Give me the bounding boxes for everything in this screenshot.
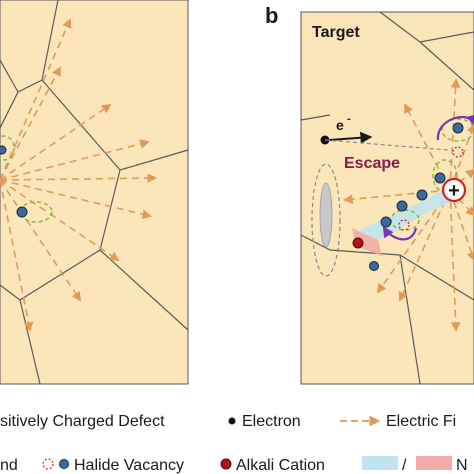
alkali-cation-icon <box>220 458 232 470</box>
pink-swatch-icon <box>416 456 452 470</box>
panel-b-escape-label: Escape <box>344 155 400 172</box>
panel-a-field-arrows <box>0 18 157 332</box>
panel-b-charge-symbol: + <box>448 180 460 202</box>
panel-b-empty-site-2 <box>398 219 410 231</box>
panel-b-positive-charge-icon <box>441 177 467 203</box>
panel-a-defect-dot-2 <box>0 145 7 155</box>
legend-swatch-separator: / <box>402 457 407 474</box>
panel-b-grey-ellipse <box>319 182 333 248</box>
panel-a-green-dashed-ring-2 <box>0 135 15 161</box>
panel-a-grain-boundaries <box>0 0 189 385</box>
panel-b-pink-path <box>352 228 382 256</box>
panel-a-defect-dot <box>16 206 28 218</box>
panel-b-grain-boundaries <box>300 11 474 385</box>
panel-a <box>0 0 189 385</box>
panel-b-letter: b <box>265 3 278 28</box>
panel-b-purple-arrow-top <box>436 114 474 141</box>
panel-b-electron-arrow <box>329 131 373 144</box>
legend-row2-cut-label: nd <box>0 457 18 474</box>
panel-b-electron-label: e <box>336 117 344 133</box>
panel-b-electron-superscript: - <box>347 113 351 125</box>
legend-halide-vacancy-label: Halide Vacancy <box>74 457 184 474</box>
legend-positive-defect-label: sitively Charged Defect <box>0 413 165 430</box>
panel-b-dashed-oval <box>311 163 341 277</box>
legend: sitively Charged Defect Electron Electri… <box>0 413 468 474</box>
panel-a-background <box>0 0 189 385</box>
halide-vacancy-icon <box>59 459 69 469</box>
panel-b-vacancy-chain <box>369 122 464 271</box>
panel-b-alkali-cation <box>352 237 364 249</box>
panel-b-purple-arrow-bottom <box>382 226 418 241</box>
legend-alkali-cation-label: Alkali Cation <box>236 457 325 474</box>
halide-vacancy-empty-icon <box>42 458 54 470</box>
panel-b-empty-site <box>452 146 464 158</box>
legend-electric-field-label: Electric Fi <box>386 413 456 430</box>
legend-electron-label: Electron <box>242 413 301 430</box>
panel-a-green-dashed-ring <box>19 201 53 223</box>
panel-b-title: Target <box>312 24 360 41</box>
legend-row2-cut-label-end: N <box>456 457 468 474</box>
cyan-swatch-icon <box>362 456 398 470</box>
panel-b: b Target e - <box>265 3 474 385</box>
electron-dot-icon <box>228 417 236 425</box>
